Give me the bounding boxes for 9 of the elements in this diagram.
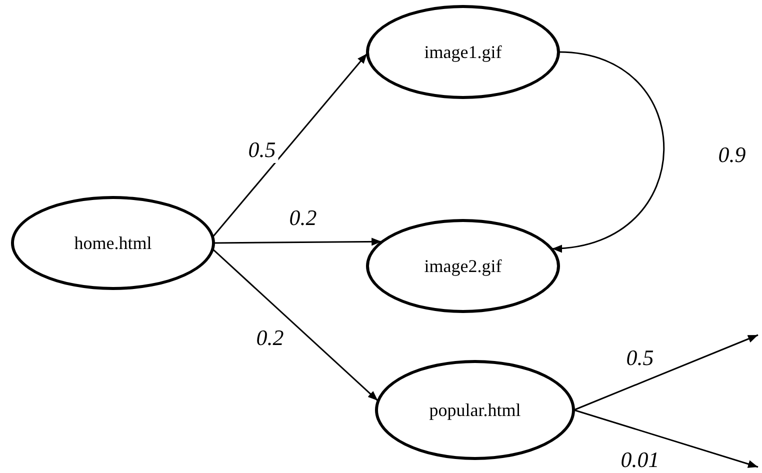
node-label: image2.gif xyxy=(424,256,502,276)
arrow xyxy=(212,248,378,402)
node-label: home.html xyxy=(74,232,152,254)
arrow xyxy=(574,409,758,468)
node-label: popular.html xyxy=(429,400,521,420)
arrow xyxy=(574,334,758,411)
arrow xyxy=(214,238,382,246)
arrow xyxy=(212,53,368,238)
node-label: image1.gif xyxy=(424,42,502,62)
